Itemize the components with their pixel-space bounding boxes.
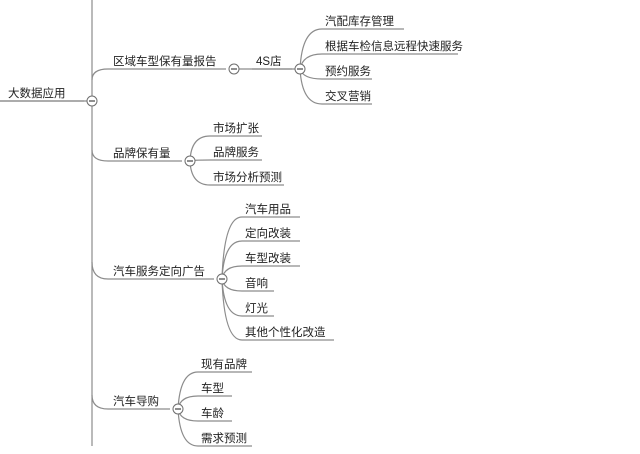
node-car-supplies[interactable]: 汽车用品 xyxy=(245,202,291,216)
collapse-toggle-region-report[interactable] xyxy=(228,63,240,75)
node-brand-service[interactable]: 品牌服务 xyxy=(213,145,259,159)
node-targeted-ads[interactable]: 汽车服务定向广告 xyxy=(113,264,205,278)
node-root[interactable]: 大数据应用 xyxy=(8,86,66,100)
node-parts-inventory[interactable]: 汽配库存管理 xyxy=(325,14,394,28)
node-model-mod[interactable]: 车型改装 xyxy=(245,251,291,265)
node-cross-marketing[interactable]: 交叉营销 xyxy=(325,89,371,103)
node-targeted-mod[interactable]: 定向改装 xyxy=(245,226,291,240)
node-audio[interactable]: 音响 xyxy=(245,276,268,290)
node-appointment[interactable]: 预约服务 xyxy=(325,64,371,78)
node-market-expansion[interactable]: 市场扩张 xyxy=(213,121,259,135)
node-demand-forecast[interactable]: 需求预测 xyxy=(201,432,247,445)
node-remote-service[interactable]: 根据车检信息远程快速服务 xyxy=(325,39,463,53)
node-brand-holding[interactable]: 品牌保有量 xyxy=(113,146,171,160)
node-car-guide[interactable]: 汽车导购 xyxy=(113,394,159,408)
collapse-toggle-car-guide[interactable] xyxy=(172,403,184,415)
node-region-report[interactable]: 区域车型保有量报告 xyxy=(113,54,217,68)
node-existing-brands[interactable]: 现有品牌 xyxy=(201,357,247,371)
node-car-age[interactable]: 车龄 xyxy=(201,406,224,420)
node-market-forecast[interactable]: 市场分析预测 xyxy=(213,170,282,184)
collapse-toggle-root[interactable] xyxy=(86,95,98,107)
collapse-toggle-brand-holding[interactable] xyxy=(184,155,196,167)
node-lighting[interactable]: 灯光 xyxy=(245,301,268,315)
node-4s-store[interactable]: 4S店 xyxy=(256,54,282,68)
collapse-toggle-4s-store[interactable] xyxy=(294,63,306,75)
node-custom-mod[interactable]: 其他个性化改造 xyxy=(245,325,326,339)
collapse-toggle-targeted-ads[interactable] xyxy=(216,273,228,285)
node-car-model[interactable]: 车型 xyxy=(201,381,224,395)
